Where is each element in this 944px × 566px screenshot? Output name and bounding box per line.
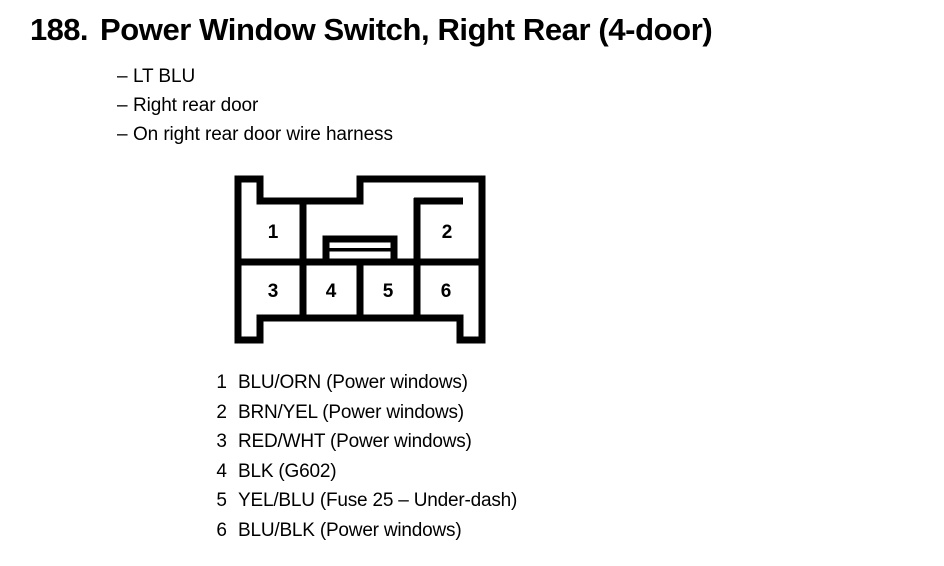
legend-pin-number: 3 (216, 431, 227, 453)
subtitle-item: – Right rear door (117, 91, 393, 120)
legend-row: 4 BLK (G602) (206, 457, 517, 487)
legend-pin-description: BLU/ORN (Power windows) (238, 372, 468, 393)
page-title: 188. Power Window Switch, Right Rear (4-… (30, 12, 713, 48)
subtitle-label: On right rear door wire harness (133, 124, 393, 145)
pin-legend: 1 BLU/ORN (Power windows) 2 BRN/YEL (Pow… (206, 368, 517, 546)
legend-pin-number: 5 (216, 490, 227, 512)
pin-number-5: 5 (383, 281, 394, 302)
legend-row: 1 BLU/ORN (Power windows) (206, 368, 517, 398)
pin-number-1: 1 (268, 222, 279, 243)
legend-pin-number: 6 (216, 519, 227, 541)
legend-pin-number: 4 (216, 460, 227, 482)
legend-pin-description: BRN/YEL (Power windows) (238, 401, 464, 423)
legend-pin-description: BLK (G602) (238, 460, 337, 482)
pin-number-6: 6 (441, 281, 452, 302)
legend-pin-number: 2 (216, 401, 227, 423)
dash-bullet-icon: – (117, 124, 128, 145)
dash-bullet-icon: – (117, 95, 128, 116)
legend-row: 6 BLU/BLK (Power windows) (206, 516, 517, 546)
subtitle-label: LT BLU (133, 66, 196, 87)
legend-pin-description: YEL/BLU (Fuse 25 – Under-dash) (238, 490, 518, 512)
pin-number-2: 2 (442, 222, 453, 243)
dash-bullet-icon: – (117, 66, 128, 87)
latch-tab-icon (322, 235, 398, 260)
connector-diagram: 1 2 3 4 5 6 (232, 172, 488, 347)
legend-row: 3 RED/WHT (Power windows) (206, 427, 517, 457)
legend-pin-description: BLU/BLK (Power windows) (238, 519, 462, 541)
subtitle-label: Right rear door (133, 95, 259, 116)
pin-number-4: 4 (326, 281, 337, 302)
subtitle-item: – LT BLU (117, 62, 393, 91)
legend-row: 5 YEL/BLU (Fuse 25 – Under-dash) (206, 486, 517, 516)
pin-number-3: 3 (268, 281, 279, 302)
title-number: 188. (30, 12, 89, 47)
subtitle-list: – LT BLU – Right rear door – On right re… (117, 62, 393, 149)
subtitle-item: – On right rear door wire harness (117, 120, 393, 149)
legend-pin-description: RED/WHT (Power windows) (238, 431, 472, 453)
legend-row: 2 BRN/YEL (Power windows) (206, 398, 517, 428)
title-name: Power Window Switch, Right Rear (4-door) (99, 12, 713, 47)
legend-pin-number: 1 (216, 372, 227, 393)
